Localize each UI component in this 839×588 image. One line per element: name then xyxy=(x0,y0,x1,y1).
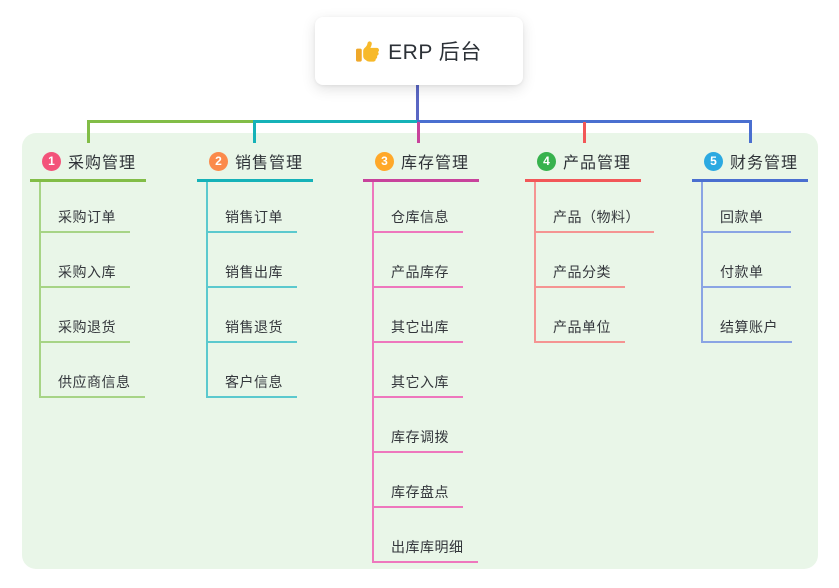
root-node[interactable]: ERP 后台 xyxy=(315,17,523,85)
child-label: 其它入库 xyxy=(391,374,449,390)
branch-label[interactable]: 5 财务管理 xyxy=(692,147,809,182)
connector-line xyxy=(417,120,752,123)
branch-4: 4 产品管理 产品（物料） 产品分类 产品单位 xyxy=(525,147,654,343)
branch-label[interactable]: 4 产品管理 xyxy=(525,147,642,182)
branch-children: 销售订单 销售出库 销售退货 客户信息 xyxy=(206,182,297,398)
child-node[interactable]: 销售出库 xyxy=(208,233,297,288)
child-label: 产品单位 xyxy=(553,319,611,335)
branch-children: 仓库信息 产品库存 其它出库 其它入库 库存调拨 库存盘点 出库库明细 xyxy=(372,182,478,563)
branch-number-badge: 4 xyxy=(537,151,556,171)
branch-number-badge: 2 xyxy=(209,151,228,171)
child-node[interactable]: 其它入库 xyxy=(374,343,463,398)
branch-children: 产品（物料） 产品分类 产品单位 xyxy=(534,182,654,343)
child-node[interactable]: 客户信息 xyxy=(208,343,297,398)
branch-title: 财务管理 xyxy=(730,155,799,172)
branch-title: 销售管理 xyxy=(235,155,304,172)
child-label: 产品库存 xyxy=(391,264,449,280)
branch-3: 3 库存管理 仓库信息 产品库存 其它出库 其它入库 库存调拨 库存盘点 出库库… xyxy=(363,147,480,563)
connector-line xyxy=(253,120,420,123)
child-label: 回款单 xyxy=(720,209,764,225)
child-node[interactable]: 库存调拨 xyxy=(374,398,463,453)
child-node[interactable]: 产品（物料） xyxy=(536,182,654,233)
child-label: 供应商信息 xyxy=(58,374,131,390)
child-label: 销售订单 xyxy=(225,209,283,225)
child-label: 销售退货 xyxy=(225,319,283,335)
branch-number-badge: 5 xyxy=(704,151,723,171)
child-node[interactable]: 产品分类 xyxy=(536,233,625,288)
branch-1: 1 采购管理 采购订单 采购入库 采购退货 供应商信息 xyxy=(30,147,147,398)
branch-2: 2 销售管理 销售订单 销售出库 销售退货 客户信息 xyxy=(197,147,314,398)
branches-panel xyxy=(22,133,818,569)
connector-line xyxy=(87,120,256,123)
child-node[interactable]: 销售退货 xyxy=(208,288,297,343)
child-node[interactable]: 采购退货 xyxy=(41,288,130,343)
branch-children: 回款单 付款单 结算账户 xyxy=(701,182,792,343)
child-node[interactable]: 回款单 xyxy=(703,182,791,233)
child-label: 采购入库 xyxy=(58,264,116,280)
child-label: 仓库信息 xyxy=(391,209,449,225)
branch-label[interactable]: 2 销售管理 xyxy=(197,147,314,182)
child-node[interactable]: 产品单位 xyxy=(536,288,625,343)
child-node[interactable]: 供应商信息 xyxy=(41,343,145,398)
child-label: 结算账户 xyxy=(720,319,778,335)
thumbs-up-icon xyxy=(356,40,380,63)
child-node[interactable]: 其它出库 xyxy=(374,288,463,343)
root-title: ERP 后台 xyxy=(388,41,482,64)
branch-title: 库存管理 xyxy=(401,155,470,172)
child-label: 库存调拨 xyxy=(391,429,449,445)
branch-label[interactable]: 1 采购管理 xyxy=(30,147,147,182)
child-node[interactable]: 产品库存 xyxy=(374,233,463,288)
child-label: 采购订单 xyxy=(58,209,116,225)
child-node[interactable]: 出库库明细 xyxy=(374,508,478,563)
branch-title: 采购管理 xyxy=(68,155,137,172)
child-label: 产品（物料） xyxy=(553,209,640,225)
branch-label[interactable]: 3 库存管理 xyxy=(363,147,480,182)
child-label: 其它出库 xyxy=(391,319,449,335)
child-label: 库存盘点 xyxy=(391,484,449,500)
child-label: 付款单 xyxy=(720,264,764,280)
child-label: 产品分类 xyxy=(553,264,611,280)
child-node[interactable]: 采购入库 xyxy=(41,233,130,288)
child-label: 采购退货 xyxy=(58,319,116,335)
branch-title: 产品管理 xyxy=(563,155,632,172)
connector-line xyxy=(416,85,419,123)
child-node[interactable]: 付款单 xyxy=(703,233,791,288)
child-node[interactable]: 结算账户 xyxy=(703,288,792,343)
child-node[interactable]: 采购订单 xyxy=(41,182,130,233)
child-node[interactable]: 库存盘点 xyxy=(374,453,463,508)
child-node[interactable]: 销售订单 xyxy=(208,182,297,233)
child-label: 销售出库 xyxy=(225,264,283,280)
child-node[interactable]: 仓库信息 xyxy=(374,182,463,233)
branch-5: 5 财务管理 回款单 付款单 结算账户 xyxy=(692,147,809,343)
child-label: 出库库明细 xyxy=(391,539,464,555)
branch-number-badge: 1 xyxy=(42,151,61,171)
branch-number-badge: 3 xyxy=(375,151,394,171)
branch-children: 采购订单 采购入库 采购退货 供应商信息 xyxy=(39,182,145,398)
child-label: 客户信息 xyxy=(225,374,283,390)
